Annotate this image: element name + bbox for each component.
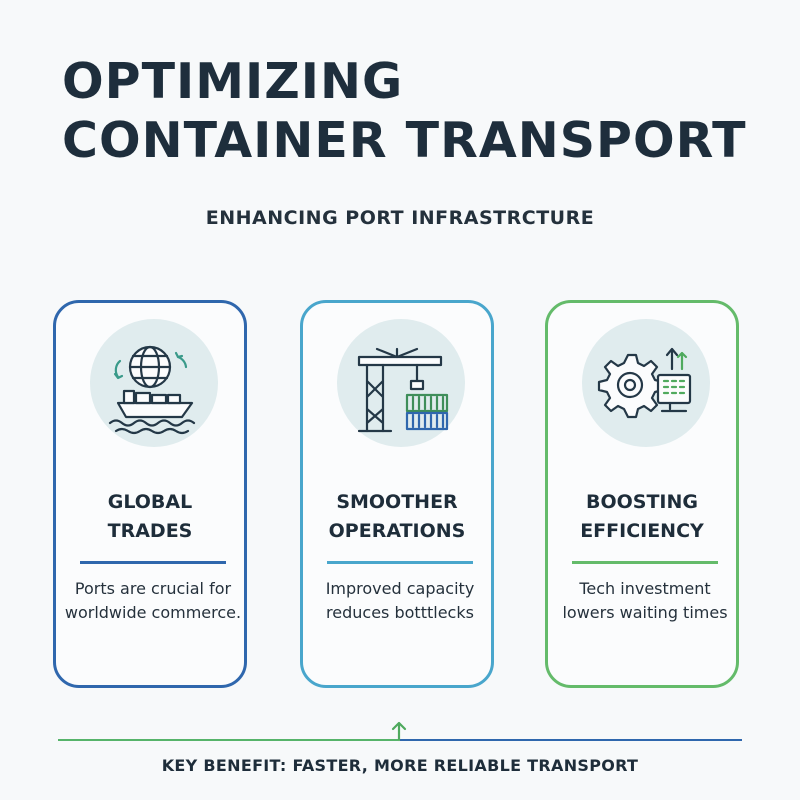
card-heading-line-1: BOOSTING (586, 491, 698, 513)
crane-containers-icon (357, 347, 449, 433)
footer-divider-left (58, 739, 398, 741)
icon-badge (90, 319, 218, 447)
footer-divider-right (400, 739, 742, 741)
page-title: OPTIMIZING CONTAINER TRANSPORT (62, 52, 782, 170)
card-global-trades: GLOBAL TRADES Ports are crucial for worl… (53, 300, 247, 688)
card-description: Tech investment lowers waiting times (562, 579, 728, 622)
card-divider (327, 561, 473, 564)
card-heading-line-1: SMOOTHER (336, 491, 458, 513)
arrow-up-icon (391, 721, 407, 742)
card-boosting-efficiency: BOOSTING EFFICIENCY Tech investment lowe… (545, 300, 739, 688)
title-line-1: OPTIMIZING (62, 53, 404, 110)
card-heading-line-1: GLOBAL (107, 491, 193, 513)
card-heading-line-2: EFFICIENCY (580, 520, 704, 542)
card-heading-line-2: OPERATIONS (328, 520, 466, 542)
title-line-2: CONTAINER TRANSPORT (62, 112, 747, 169)
subtitle: ENHANCING PORT INFRASTRCTURE (205, 207, 595, 229)
card-heading: BOOSTING EFFICIENCY (548, 488, 736, 546)
card-divider (80, 561, 226, 564)
card-description: Ports are crucial for worldwide commerce… (64, 579, 242, 622)
card-description: Improved capacity reduces botttlecks (325, 579, 475, 622)
card-heading: GLOBAL TRADES (56, 488, 244, 546)
gear-computer-icon (597, 347, 692, 419)
icon-badge (337, 319, 465, 447)
key-benefit-footer: KEY BENEFIT: FASTER, MORE RELIABLE TRANS… (161, 756, 639, 775)
globe-ship-icon (108, 345, 196, 435)
card-heading-line-2: TRADES (107, 520, 193, 542)
card-heading: SMOOTHER OPERATIONS (303, 488, 491, 546)
icon-badge (582, 319, 710, 447)
card-smoother-operations: SMOOTHER OPERATIONS Improved capacity re… (300, 300, 494, 688)
card-divider (572, 561, 718, 564)
